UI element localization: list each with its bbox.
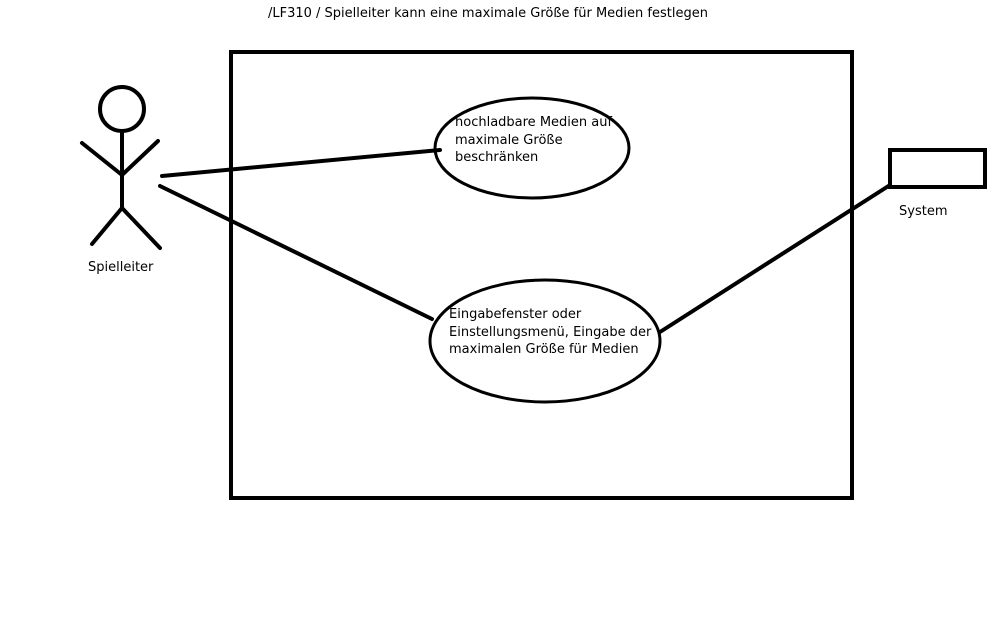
actor-system-box	[888, 148, 987, 189]
actor-spielleiter-label: Spielleiter	[88, 260, 154, 275]
use-case-1-line-1: hochladbare Medien auf	[455, 115, 613, 130]
actor-left-leg	[90, 206, 124, 246]
actor-right-arm	[120, 139, 160, 177]
actor-spielleiter-figure	[80, 85, 162, 250]
system-boundary	[229, 50, 854, 500]
association-spielleiter-usecase-1	[160, 148, 442, 178]
use-case-1-text: hochladbare Medien auf maximale Größe be…	[455, 114, 612, 167]
use-case-2-line-2: Einstellungsmenü, Eingabe der	[449, 324, 652, 340]
actor-left-arm	[80, 141, 124, 177]
association-system-usecase-2	[658, 183, 892, 334]
actor-head	[98, 85, 146, 133]
actor-system-label: System	[899, 204, 948, 219]
actor-right-leg	[120, 206, 162, 250]
association-spielleiter-usecase-2	[158, 184, 434, 321]
use-case-2-text: Eingabefenster oder Einstellungsmenü, Ei…	[449, 306, 651, 359]
use-case-1-line-3: beschränken	[455, 150, 539, 165]
use-case-1-ellipse	[433, 96, 631, 200]
use-case-2-line-3: maximalen Größe für Medien	[449, 342, 639, 357]
use-case-2-ellipse	[428, 278, 662, 404]
use-case-2-line-1: Eingabefenster oder	[449, 307, 582, 322]
use-case-1-line-2: maximale Größe	[455, 132, 563, 148]
diagram-title: /LF310 / Spielleiter kann eine maximale …	[268, 6, 708, 21]
